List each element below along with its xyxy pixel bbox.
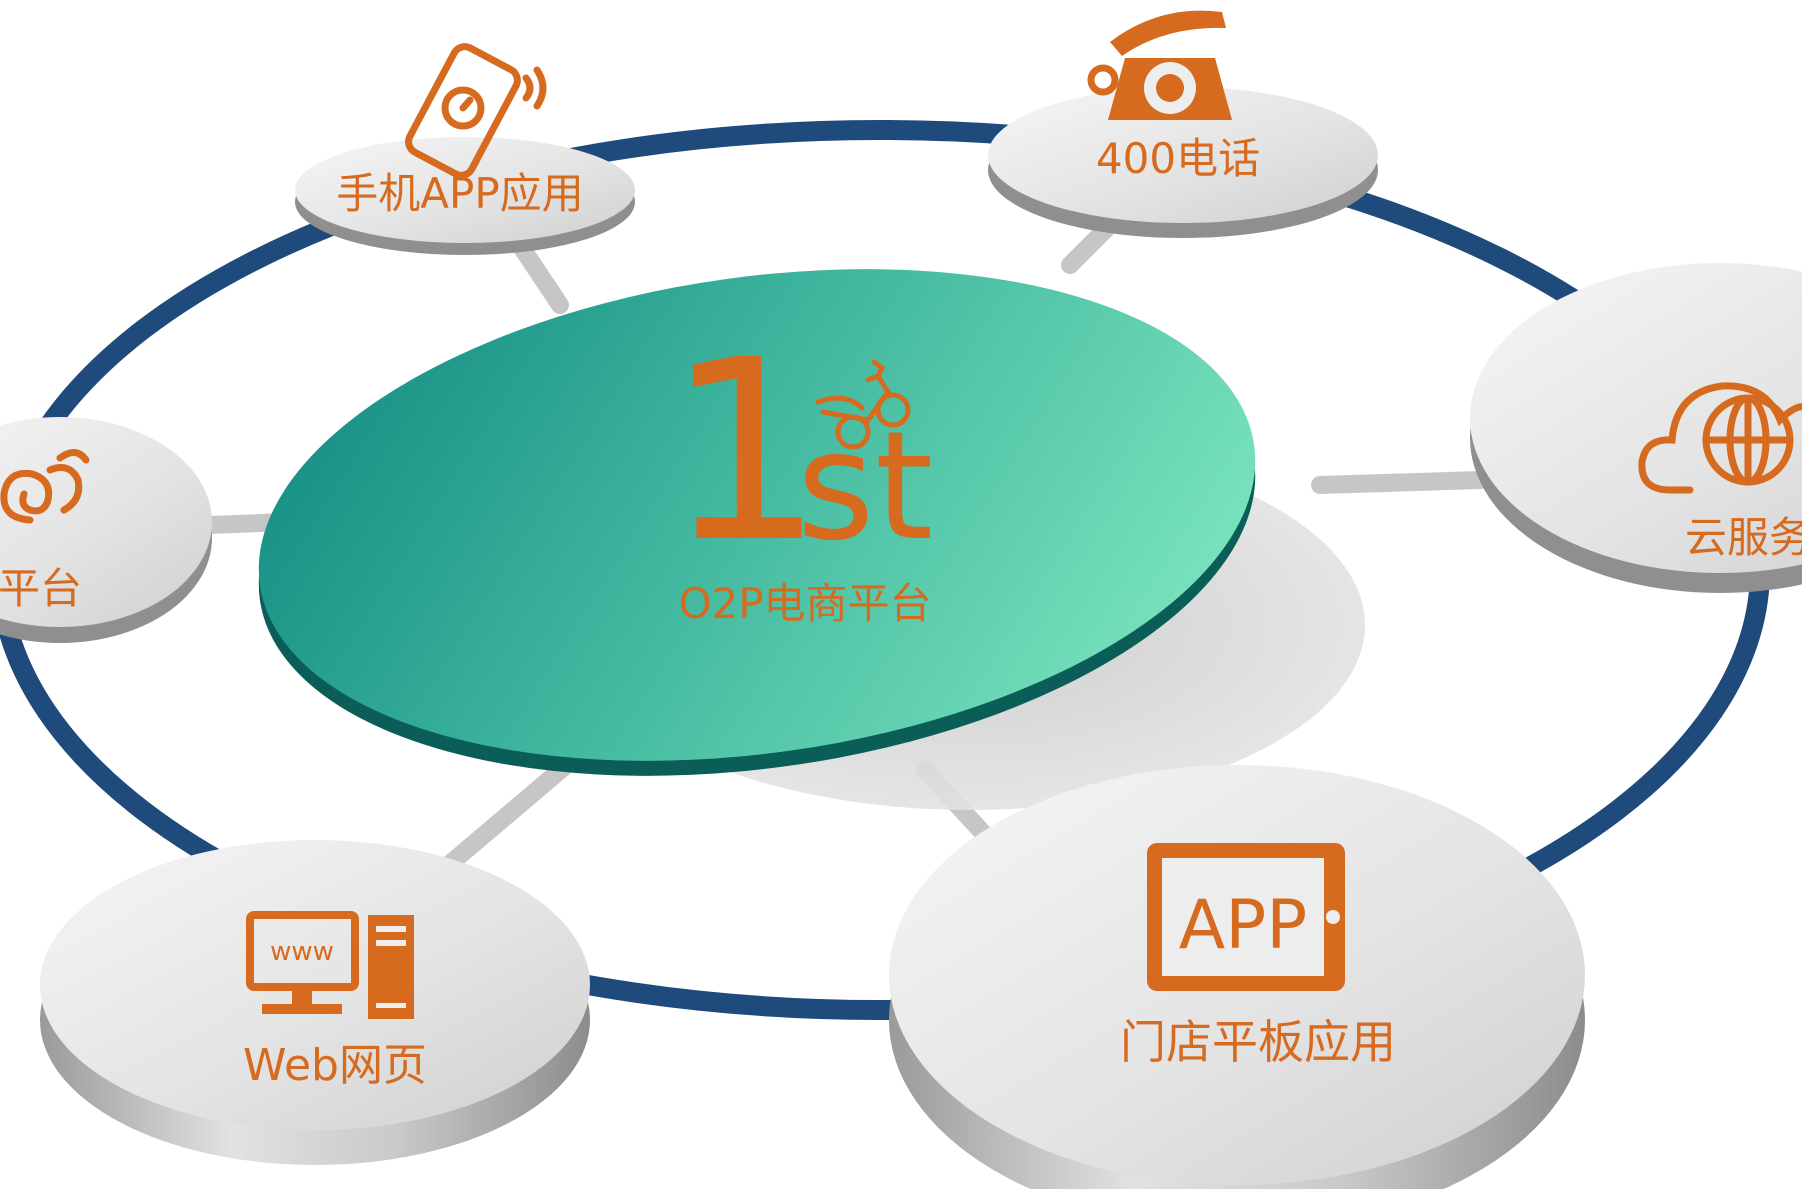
smartphone-icon xyxy=(405,43,547,179)
tablet-app-text: APP xyxy=(1179,886,1308,965)
scooter-icon xyxy=(815,359,911,450)
node-phone-400: 400电话 xyxy=(988,10,1378,238)
node-store-tablet-label: 门店平板应用 xyxy=(1120,1015,1396,1069)
cloud-globe-icon xyxy=(1638,382,1802,494)
tablet-app-icon: APP xyxy=(1147,843,1345,991)
node-cloud: 云服务 xyxy=(1470,263,1802,593)
node-cloud-label: 云服务 xyxy=(1685,513,1802,562)
node-platform: 平台 xyxy=(0,417,212,643)
node-web-label: Web网页 xyxy=(243,1040,427,1091)
node-phone-400-label: 400电话 xyxy=(1096,134,1260,183)
telephone-icon xyxy=(1087,10,1232,120)
swirl-logo-icon xyxy=(0,449,90,524)
center-big-number: 1 xyxy=(665,306,824,597)
node-store-tablet: APP 门店平板应用 xyxy=(889,765,1585,1189)
node-mobile-app: 手机APP应用 xyxy=(295,43,635,255)
node-platform-label: 平台 xyxy=(0,564,82,613)
center-suffix: st xyxy=(797,400,934,574)
www-text: www xyxy=(270,937,334,967)
computer-www-icon: www xyxy=(246,911,414,1019)
node-web: www Web网页 xyxy=(40,840,590,1165)
center-subtitle: O2P电商平台 xyxy=(678,579,931,628)
node-mobile-app-label: 手机APP应用 xyxy=(336,169,583,218)
center-platform: 1 st O2P电商平台 xyxy=(258,269,1256,776)
